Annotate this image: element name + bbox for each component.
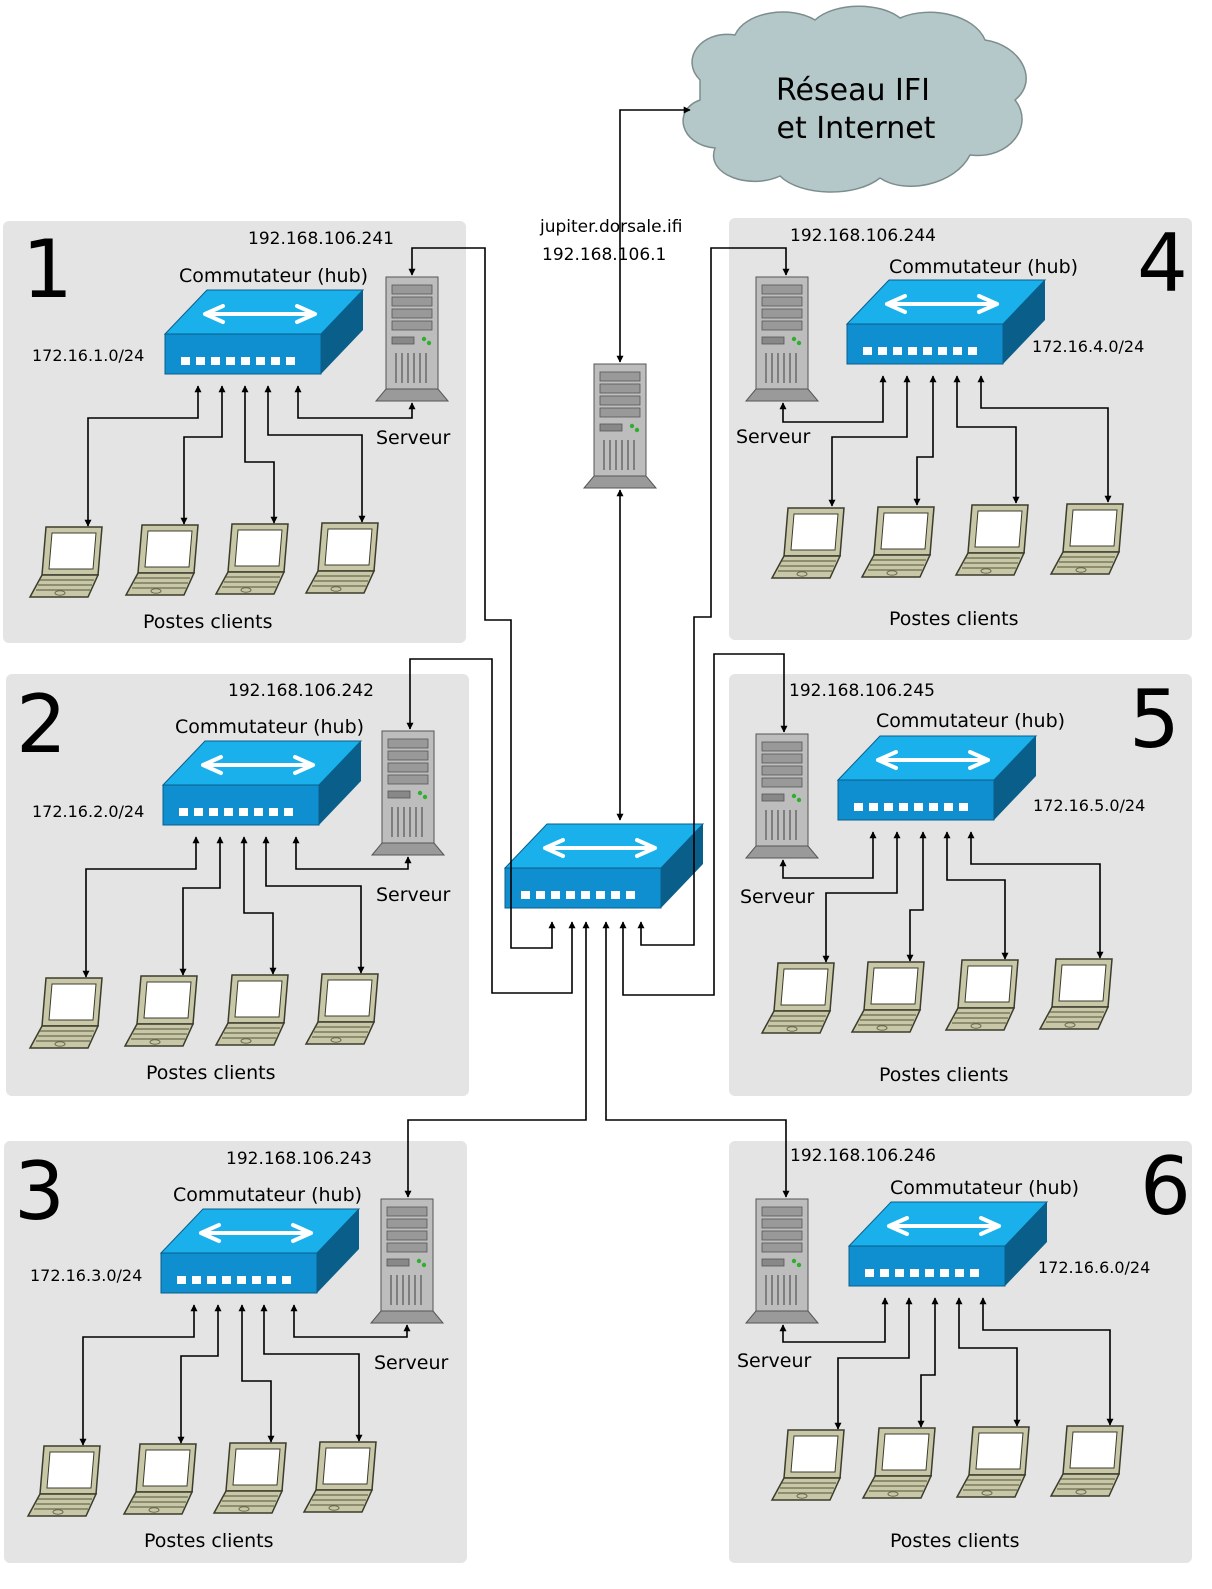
site-5-clients-label: Postes clients: [879, 1064, 1008, 1086]
cloud-icon: [682, 5, 1027, 193]
site-2-server-icon: [371, 730, 445, 856]
site-4-server-label: Serveur: [736, 426, 811, 448]
site-6-server-ip: 192.168.106.246: [790, 1146, 936, 1166]
site-5-server-label: Serveur: [740, 886, 815, 908]
site-6-server-label: Serveur: [737, 1350, 812, 1372]
site-2-network: 172.16.2.0/24: [32, 802, 144, 821]
site-1-number: 1: [22, 223, 73, 316]
site-1-network: 172.16.1.0/24: [32, 346, 144, 365]
site-6-clients-label: Postes clients: [890, 1530, 1019, 1552]
site-6-network: 172.16.6.0/24: [1038, 1258, 1150, 1277]
site-1-clients-label: Postes clients: [143, 611, 272, 633]
site-5-network: 172.16.5.0/24: [1033, 796, 1145, 815]
site-3-network: 172.16.3.0/24: [30, 1266, 142, 1285]
site-2-number: 2: [16, 678, 67, 771]
site-1-server-label: Serveur: [376, 427, 451, 449]
site-4-hub-label: Commutateur (hub): [889, 256, 1078, 278]
site-4-server-icon: [745, 276, 819, 402]
site-4-network: 172.16.4.0/24: [1032, 337, 1144, 356]
site-2-hub-label: Commutateur (hub): [175, 716, 364, 738]
site-5-server-icon: [745, 733, 819, 859]
central-switch-icon: [503, 822, 705, 910]
connection-lines: [79, 106, 1114, 1446]
site-3-number: 3: [14, 1145, 65, 1238]
site-1-server-ip: 192.168.106.241: [248, 229, 394, 249]
cloud-title-line1: Réseau IFI: [776, 73, 930, 108]
site-6-number: 6: [1140, 1140, 1191, 1233]
site-2-server-label: Serveur: [376, 884, 451, 906]
site-5-hub-label: Commutateur (hub): [876, 710, 1065, 732]
site-3-hub-label: Commutateur (hub): [173, 1184, 362, 1206]
site-1-server-icon: [375, 276, 449, 402]
cloud-title-line2: et Internet: [777, 111, 936, 146]
site-2-server-ip: 192.168.106.242: [228, 681, 374, 701]
gateway-hostname: jupiter.dorsale.ifi: [539, 217, 682, 237]
site-3-server-ip: 192.168.106.243: [226, 1149, 372, 1169]
site-5-server-ip: 192.168.106.245: [789, 681, 935, 701]
site-4-clients-label: Postes clients: [889, 608, 1018, 630]
gateway-server-icon: [583, 363, 657, 489]
site-3-server-label: Serveur: [374, 1352, 449, 1374]
site-2-clients-label: Postes clients: [146, 1062, 275, 1084]
site-3-server-icon: [370, 1198, 444, 1324]
site-6-hub-label: Commutateur (hub): [890, 1177, 1079, 1199]
site-6-server-icon: [745, 1198, 819, 1324]
site-4-server-ip: 192.168.106.244: [790, 226, 936, 246]
gateway-ip: 192.168.106.1: [542, 245, 666, 265]
site-4-number: 4: [1137, 217, 1188, 310]
site-3-clients-label: Postes clients: [144, 1530, 273, 1552]
site-5-number: 5: [1129, 673, 1180, 766]
site-1-hub-label: Commutateur (hub): [179, 265, 368, 287]
